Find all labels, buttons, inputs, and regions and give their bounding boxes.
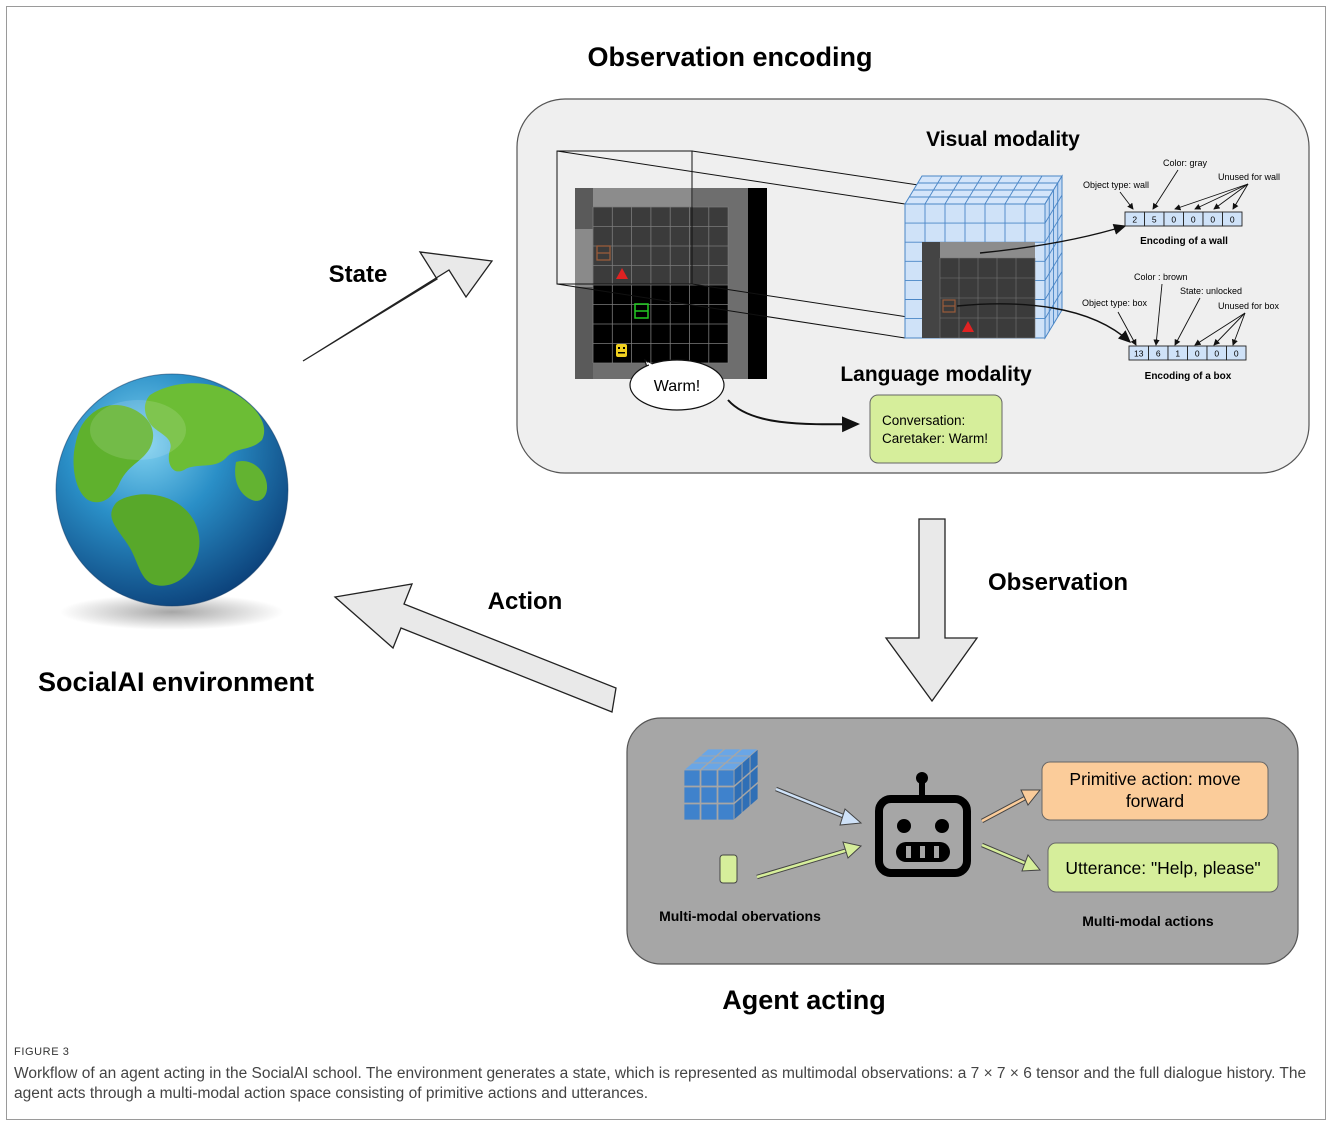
box-state-label: State: unlocked [1180, 286, 1242, 296]
action-arrow [333, 583, 617, 713]
agent-triangle-icon [616, 268, 628, 279]
environment-title: SocialAI environment [38, 667, 314, 697]
visual-tensor-cube [904, 174, 1063, 340]
box-encoding-caption: Encoding of a box [1145, 371, 1232, 382]
language-observation-icon [719, 854, 738, 884]
box-encoding-value: 13 [1134, 349, 1144, 359]
box-encoding-value: 1 [1175, 349, 1180, 359]
box-encoding-value: 0 [1195, 349, 1200, 359]
box-encoding-value: 6 [1156, 349, 1161, 359]
visual-modality-title: Visual modality [926, 128, 1080, 151]
action-label: Action [488, 588, 563, 615]
globe-icon [55, 373, 289, 630]
observation-label: Observation [988, 569, 1128, 596]
caption-text: Workflow of an agent acting in the Socia… [14, 1065, 1307, 1102]
tensor-icon [682, 748, 760, 821]
wall-object-type-label: Object type: wall [1083, 180, 1149, 190]
state-label: State [329, 261, 388, 288]
primitive-action-line-1: Primitive action: move [1069, 769, 1240, 789]
box-encoding-value: 0 [1214, 349, 1219, 359]
figure-caption: FIGURE 3 Workflow of an agent acting in … [14, 1046, 1319, 1104]
speech-to-conversation-arrow [727, 399, 860, 433]
wall-encoding-cell [1222, 211, 1243, 227]
conversation-line-1: Conversation: [882, 413, 965, 428]
primitive-action-line-2: forward [1126, 791, 1184, 811]
box-object-type-label: Object type: box [1082, 298, 1148, 308]
box-color-label: Color : brown [1134, 272, 1188, 282]
wall-unused-label: Unused for wall [1218, 172, 1280, 182]
wall-encoding-value: 2 [1132, 215, 1137, 225]
caretaker-icon [616, 344, 627, 357]
observation-arrow [884, 518, 979, 703]
action-output-arrows [980, 789, 1042, 872]
wall-encoding-value: 0 [1191, 215, 1196, 225]
agent-acting-title: Agent acting [722, 985, 886, 1015]
wall-encoding-value: 5 [1152, 215, 1157, 225]
speech-bubble: Warm! [629, 358, 725, 411]
figure-number: FIGURE 3 [14, 1046, 70, 1058]
box-encoding-value: 0 [1234, 349, 1239, 359]
observation-encoding-title: Observation encoding [587, 42, 872, 72]
multimodal-actions-label: Multi-modal actions [1082, 913, 1214, 929]
primitive-action-box [1041, 761, 1269, 821]
observation-input-arrows [756, 786, 863, 880]
state-arrow [302, 251, 494, 362]
box-unused-label: Unused for box [1218, 301, 1280, 311]
box-encoding: Color : brown State: unlocked Object typ… [1082, 272, 1280, 382]
conversation-box [869, 394, 1003, 464]
wall-encoding-caption: Encoding of a wall [1140, 236, 1228, 247]
workflow-diagram: Observation encoding [38, 42, 1310, 1015]
wall-encoding-arrow [979, 223, 1127, 254]
wall-encoding-value: 0 [1171, 215, 1176, 225]
box-encoding-arrow [956, 303, 1132, 343]
language-modality-title: Language modality [840, 363, 1032, 386]
wall-encoding-value: 0 [1230, 215, 1235, 225]
figure-frame [6, 6, 1326, 1120]
conversation-line-2: Caretaker: Warm! [882, 431, 988, 446]
wall-color-label: Color: gray [1163, 158, 1208, 168]
utterance-text: Utterance: "Help, please" [1065, 858, 1260, 878]
wall-encoding: Object type: wall Color: gray Unused for… [1083, 158, 1280, 247]
utterance-box [1047, 842, 1279, 893]
speech-text: Warm! [654, 378, 701, 395]
wall-encoding-value: 0 [1210, 215, 1215, 225]
grid-world [575, 188, 767, 379]
box-encoding-cell [1226, 345, 1247, 361]
multimodal-observations-label: Multi-modal obervations [659, 908, 821, 924]
robot-icon [875, 772, 971, 877]
